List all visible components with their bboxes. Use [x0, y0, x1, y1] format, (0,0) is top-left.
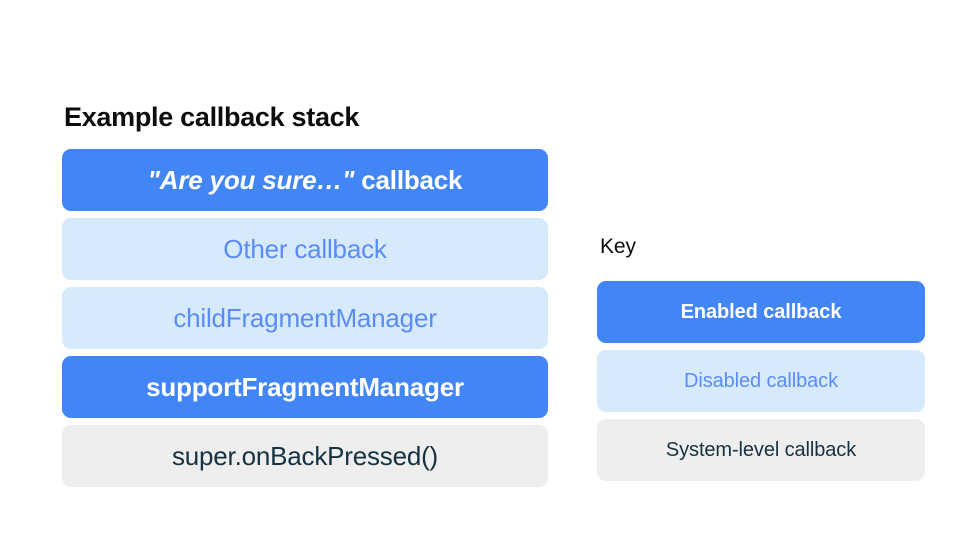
stack-row-suffix-text: callback	[354, 165, 463, 195]
stack-row-label: Other callback	[223, 234, 387, 264]
stack-row-quoted-text: "Are you sure…"	[147, 165, 355, 195]
stack-row-label: childFragmentManager	[173, 303, 437, 333]
stack-row-label: supportFragmentManager	[146, 372, 464, 402]
page-title: Example callback stack	[64, 102, 360, 132]
callback-stack-group: Example callback stack "Are you sure…" c…	[62, 100, 548, 487]
stack-row-childfragmentmanager[interactable]: childFragmentManager	[62, 287, 548, 349]
key-row-label: System-level callback	[665, 439, 857, 461]
key-row-label: Enabled callback	[680, 301, 842, 323]
key-row-label: Disabled callback	[684, 370, 838, 392]
key-row-disabled-callback[interactable]: Disabled callback	[597, 350, 925, 412]
stack-row-are-you-sure-callback[interactable]: "Are you sure…" callback	[62, 149, 548, 211]
stack-row-other-callback[interactable]: Other callback	[62, 218, 548, 280]
key-title: Key	[600, 235, 636, 258]
stack-row-super-onbackpressed[interactable]: super.onBackPressed()	[62, 425, 548, 487]
stack-row-label: "Are you sure…" callback	[148, 165, 463, 195]
key-row-enabled-callback[interactable]: Enabled callback	[597, 281, 925, 343]
stack-row-supportfragmentmanager[interactable]: supportFragmentManager	[62, 356, 548, 418]
key-row-system-level-callback[interactable]: System-level callback	[597, 419, 925, 481]
key-legend-group: Key Enabled callback Disabled callback S…	[597, 234, 925, 481]
stack-row-label: super.onBackPressed()	[171, 441, 439, 471]
